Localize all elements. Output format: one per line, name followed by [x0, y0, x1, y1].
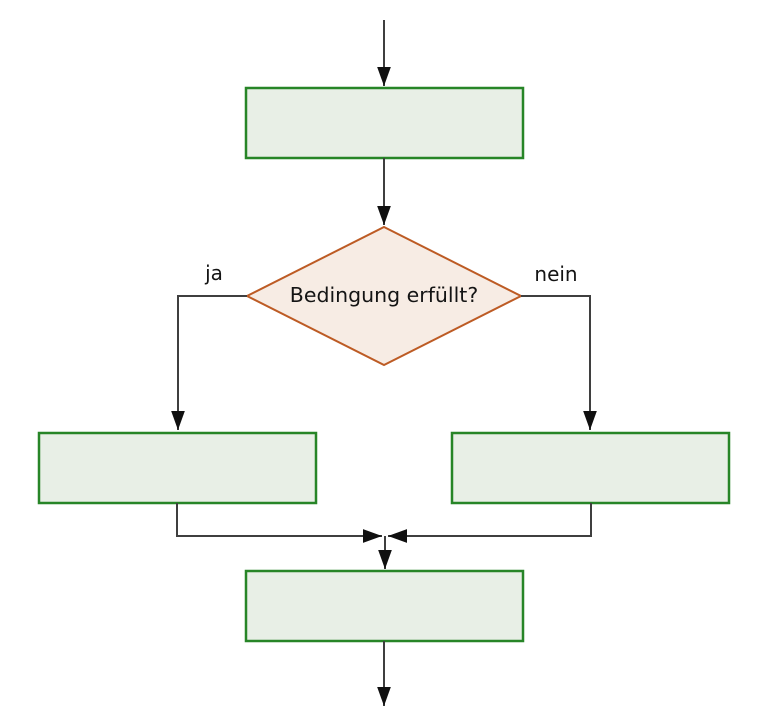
connector-no-merge — [388, 503, 592, 543]
branch-yes-label: ja — [204, 261, 223, 285]
decision-node — [244, 225, 524, 367]
connector-yes-branch — [171, 295, 247, 430]
connector-yes-merge — [176, 503, 382, 543]
process-node-entry — [244, 86, 525, 160]
process-node-no — [450, 431, 731, 505]
decision-label: Bedingung erfüllt? — [290, 283, 478, 307]
branch-no-label: nein — [534, 262, 577, 286]
process-node-merge — [244, 569, 525, 643]
process-node-yes — [37, 431, 318, 505]
connector-no-branch — [521, 295, 597, 430]
